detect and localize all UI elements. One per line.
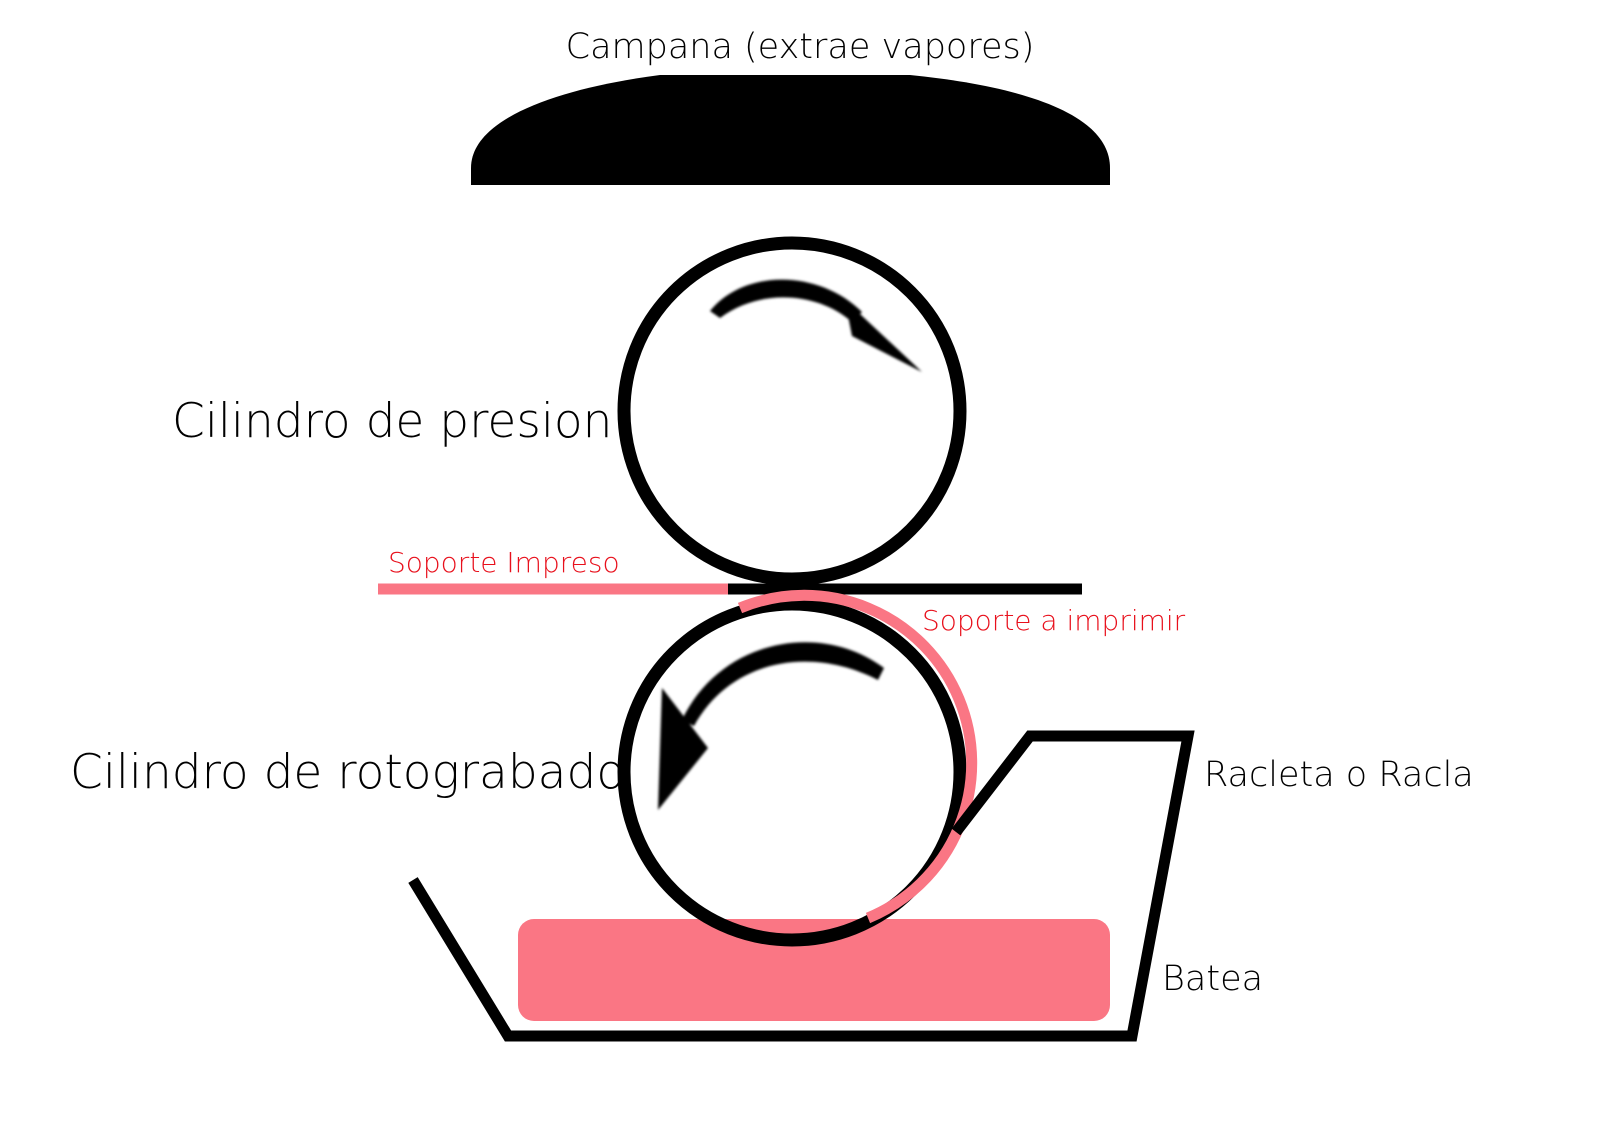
- substrate-to-print-label: Soporte a imprimir: [922, 604, 1186, 637]
- doctor-blade-label: Racleta o Racla: [1204, 755, 1474, 795]
- ink-pool: [518, 919, 1110, 1021]
- pressure-cylinder-label: Cilindro de presion: [172, 394, 612, 449]
- clockwise-arrow-icon: [710, 279, 922, 372]
- counterclockwise-arrow-icon: [658, 642, 884, 810]
- ink-tray-label: Batea: [1162, 959, 1263, 999]
- pressure-cylinder: [617, 236, 967, 586]
- hood-label: Campana (extrae vapores): [566, 27, 1035, 67]
- gravure-cylinder: [617, 597, 967, 947]
- ink-tray-outline: [408, 730, 1195, 1042]
- hood-shape: [471, 75, 1110, 185]
- printed-substrate-label: Soporte Impreso: [388, 546, 620, 579]
- substrate-wrap-arc: [737, 589, 978, 924]
- gravure-cylinder-label: Cilindro de rotograbado: [70, 745, 625, 800]
